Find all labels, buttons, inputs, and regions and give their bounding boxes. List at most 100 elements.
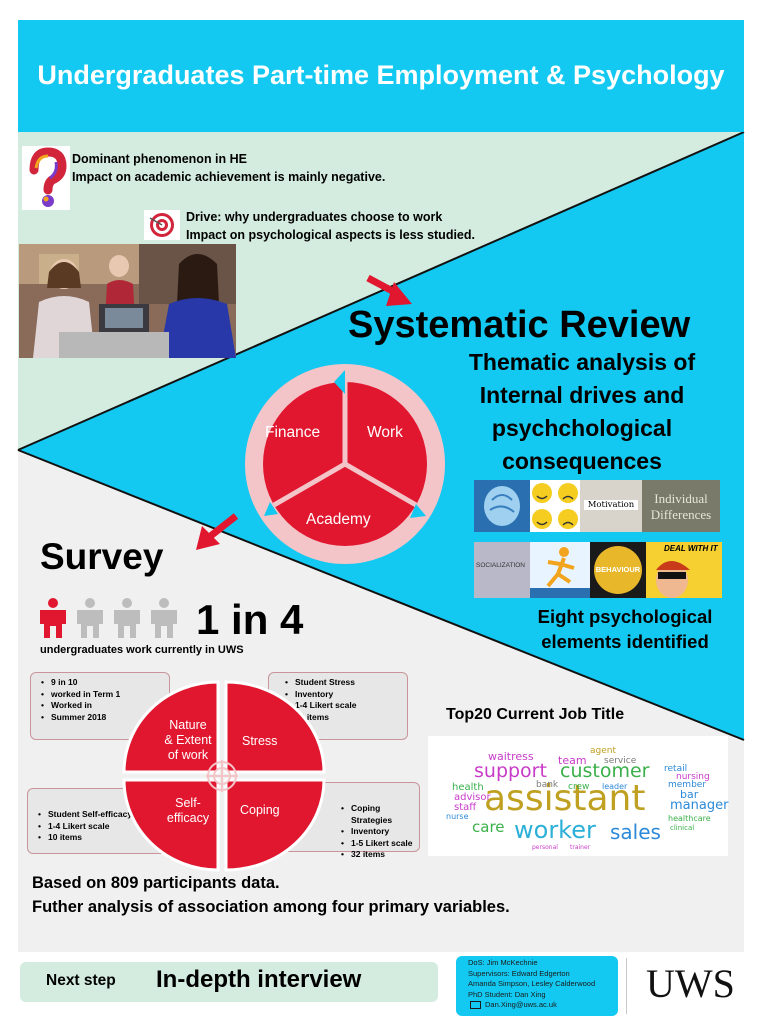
word-cloud-word: healthcare bbox=[668, 814, 711, 823]
cycle-finance-label: Finance bbox=[265, 424, 321, 441]
motivation-tile-label: Motivation bbox=[584, 500, 638, 510]
quadrant-stress bbox=[224, 680, 326, 774]
info-item: 10 items bbox=[38, 832, 164, 844]
word-cloud-word: advisor bbox=[454, 792, 491, 803]
word-cloud-word: member bbox=[668, 780, 707, 790]
drive-line-1: Drive: why undergraduates choose to work bbox=[186, 210, 443, 224]
info-item-continued: Inventory bbox=[285, 688, 405, 701]
uws-logo: UWS bbox=[646, 961, 735, 1006]
person-icon-working bbox=[40, 598, 66, 638]
systematic-review-title: Systematic Review bbox=[348, 304, 691, 346]
contact-supervisors: Supervisors: Edward Edgerton bbox=[468, 968, 570, 978]
motivation-tile: Motivation bbox=[580, 480, 642, 532]
quadrant-self-efficacy-line: Self- bbox=[175, 796, 201, 810]
person-icon bbox=[77, 598, 103, 638]
word-cloud-word: bank bbox=[536, 780, 559, 790]
word-cloud-word: support bbox=[474, 760, 547, 782]
info-item-text: Summer 2018 bbox=[51, 711, 107, 722]
review-subtitle-line: Internal drives and bbox=[479, 382, 685, 408]
quadrant-nature bbox=[122, 680, 220, 774]
review-subtitle-line: psychchological bbox=[491, 415, 673, 441]
word-cloud-word: trainer bbox=[570, 844, 591, 851]
word-cloud-word: clinical bbox=[670, 824, 695, 832]
target-icon bbox=[144, 210, 180, 240]
word-cloud-word: care bbox=[472, 818, 505, 836]
cycle-diagram bbox=[245, 364, 445, 564]
participants-text: Based on 809 participants data. bbox=[32, 874, 280, 892]
word-cloud-word: nursing bbox=[676, 772, 710, 782]
drive-line-2: Impact on psychological aspects is less … bbox=[186, 228, 475, 242]
info-item: 32 items bbox=[341, 849, 417, 861]
review-subtitle-line: consequences bbox=[502, 448, 662, 474]
word-cloud-word: manager bbox=[670, 798, 729, 813]
page-title: Undergraduates Part-time Employment & Ps… bbox=[37, 60, 725, 90]
quadrant-nature-line: Nature bbox=[169, 718, 207, 732]
info-item: Worked in bbox=[41, 700, 167, 712]
review-conclusion-line: Eight psychological bbox=[537, 606, 713, 627]
socialization-tile-label: SOCIALIZATION bbox=[476, 562, 525, 569]
quadrant-self-efficacy bbox=[122, 778, 220, 872]
word-cloud-word: service bbox=[604, 756, 637, 766]
info-item: 1-4 Likert scale bbox=[38, 821, 164, 833]
contact-phd: PhD Student: Dan Xing bbox=[468, 989, 546, 999]
info-item: 9 in 10 bbox=[41, 677, 167, 689]
individual-differences-tile: Individual Differences bbox=[642, 480, 720, 532]
job-titles-word-cloud: assistant worker customer support sales … bbox=[428, 736, 728, 856]
person-icon bbox=[114, 598, 140, 638]
job-titles-heading: Top20 Current Job Title bbox=[446, 706, 625, 723]
info-item-continued: Summer 2018 bbox=[41, 711, 167, 724]
next-step-value: In-depth interview bbox=[156, 966, 362, 993]
word-cloud-word: health bbox=[452, 782, 484, 793]
arrow-to-survey-icon bbox=[196, 513, 239, 550]
contact-email[interactable]: Dan.Xing@uws.ac.uk bbox=[485, 1000, 557, 1009]
quadrant-stress-label: Stress bbox=[242, 734, 278, 748]
review-conclusion: Eight psychological elements identified bbox=[520, 604, 730, 654]
crosshair-icon bbox=[206, 760, 238, 792]
info-item: Student Self-efficacy bbox=[38, 809, 164, 821]
info-item: Student Stress bbox=[285, 677, 405, 689]
word-cloud-word: retail bbox=[664, 764, 688, 774]
quadrant-nature-label: Nature & Extent of work bbox=[150, 718, 226, 763]
quadrant-coping bbox=[224, 778, 326, 872]
word-cloud-word: crew bbox=[568, 782, 590, 792]
info-item-text: Inventory bbox=[351, 826, 390, 836]
envelope-icon bbox=[470, 1001, 481, 1010]
info-item: worked in Term 1 bbox=[41, 689, 167, 701]
deal-with-it-tile: DEAL WITH IT bbox=[646, 542, 722, 598]
word-cloud-word: assistant bbox=[484, 778, 646, 819]
nature-info-box: 9 in 10 worked in Term 1 Worked in Summe… bbox=[30, 672, 170, 740]
contact-email-row: Dan.Xing@uws.ac.uk bbox=[468, 1000, 595, 1011]
word-cloud-word: sales bbox=[610, 820, 661, 844]
next-step-banner bbox=[20, 962, 438, 1002]
title-bar bbox=[18, 20, 744, 132]
cycle-academy-label: Academy bbox=[306, 511, 371, 528]
quadrant-self-efficacy-line: efficacy bbox=[166, 811, 210, 825]
info-item: Coping Strategies bbox=[341, 803, 417, 826]
quadrant-self-efficacy-label: Self- efficacy bbox=[150, 796, 226, 826]
word-cloud-word: worker bbox=[514, 816, 596, 844]
word-cloud-word: waitress bbox=[488, 750, 534, 763]
phenomenon-line-2: Impact on academic achievement is mainly… bbox=[72, 170, 386, 184]
word-cloud-word: agent bbox=[590, 746, 616, 756]
review-subtitle-line: Thematic analysis of bbox=[468, 349, 696, 375]
review-conclusion-line: elements identified bbox=[541, 631, 709, 652]
variables-quadrant-chart bbox=[122, 680, 326, 872]
word-cloud-word: leader bbox=[602, 782, 628, 791]
brain-tile-icon bbox=[474, 480, 530, 532]
students-working-photo bbox=[19, 244, 236, 358]
word-cloud-word: bar bbox=[680, 788, 699, 801]
person-icons bbox=[40, 598, 177, 638]
individual-differences-line-1: Individual bbox=[654, 491, 708, 506]
smiley-faces-tile-icon bbox=[530, 480, 580, 532]
footer-divider bbox=[626, 958, 627, 1014]
arrow-to-review-icon bbox=[366, 274, 412, 306]
word-cloud-word: team bbox=[558, 754, 587, 767]
info-item-text: Inventory bbox=[295, 688, 334, 699]
word-cloud-word: customer bbox=[560, 760, 650, 782]
quadrant-nature-line: & Extent bbox=[164, 733, 212, 747]
review-subtitle: Thematic analysis of Internal drives and… bbox=[444, 346, 720, 478]
next-step-label: Next step bbox=[46, 972, 116, 989]
word-cloud-word: nurse bbox=[446, 812, 469, 821]
survey-ratio: 1 in 4 bbox=[196, 596, 304, 643]
